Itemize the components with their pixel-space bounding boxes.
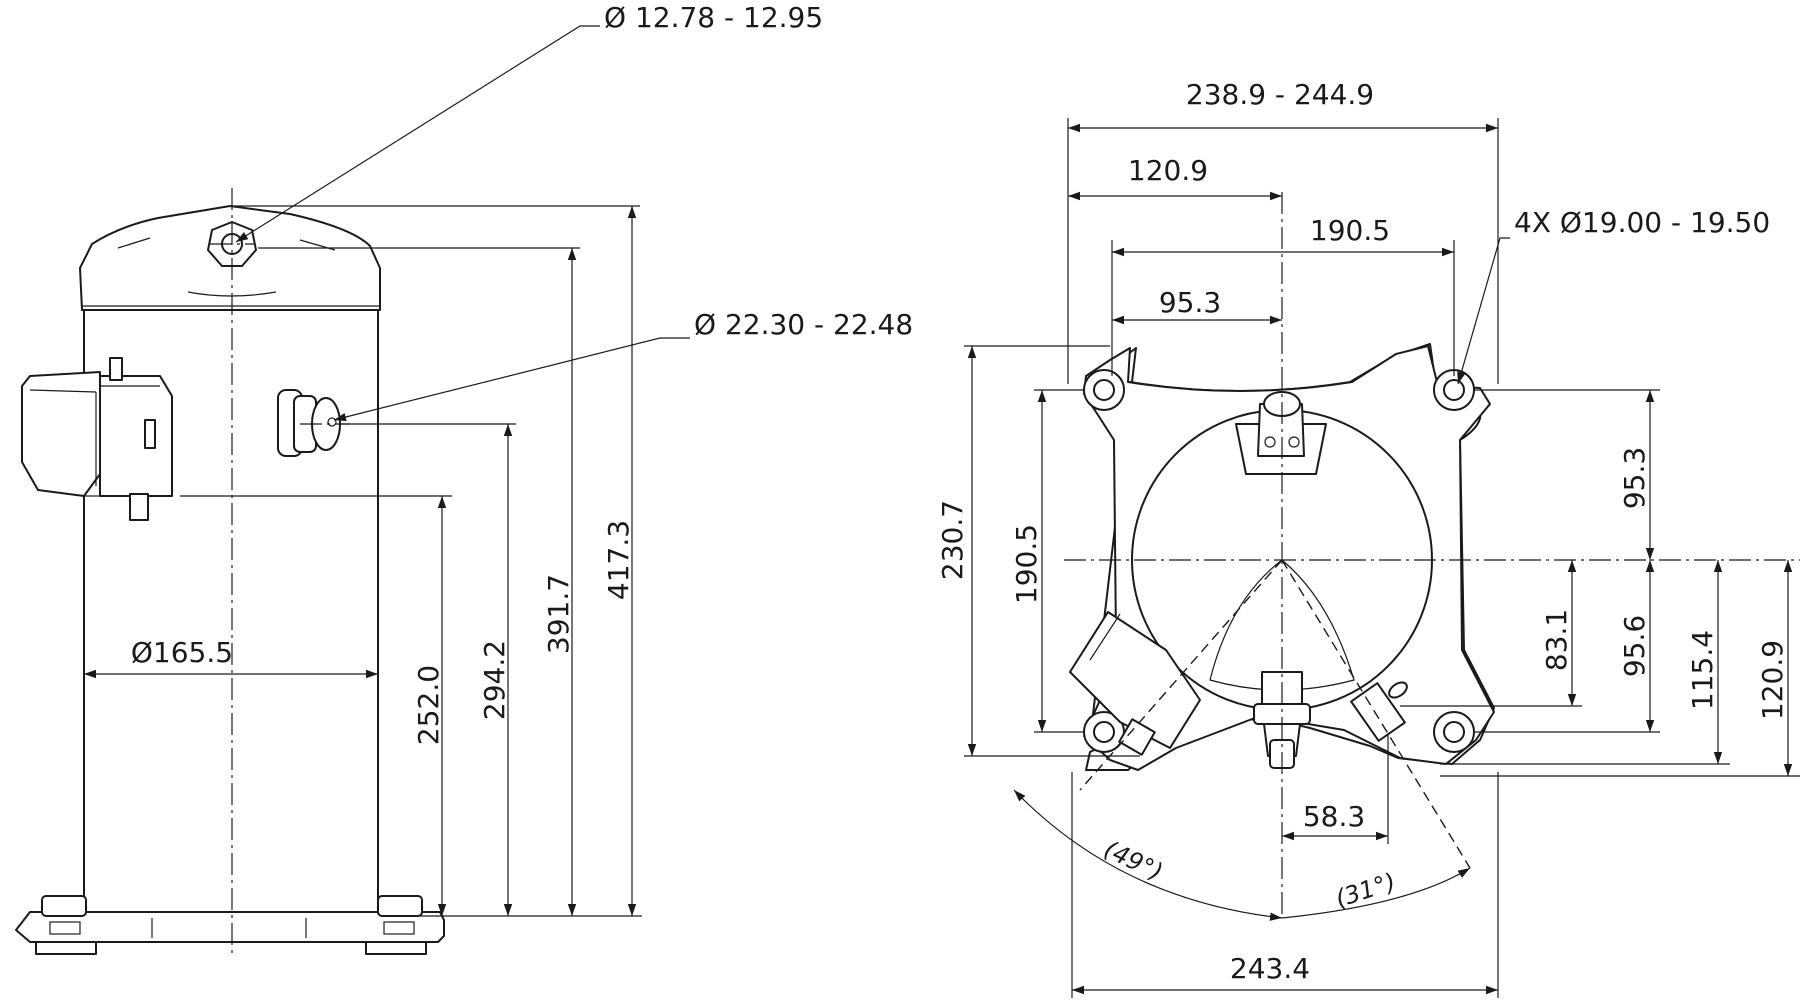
height-top-fitting-label: 391.7 — [542, 574, 575, 654]
mounting-holes-label: 4X Ø19.00 - 19.50 — [1514, 206, 1770, 239]
mounting-half-span-x-label: 95.3 — [1159, 286, 1221, 319]
angle-right-label: (31°) — [1332, 868, 1399, 914]
center-offset-label: 120.9 — [1128, 154, 1208, 187]
mounting-span-y-label: 190.5 — [1010, 524, 1043, 604]
height-terminal-box-label: 252.0 — [412, 665, 445, 745]
base-plate — [15, 895, 445, 955]
offset-c-label: 115.4 — [1686, 630, 1719, 710]
foot-depth-label: 230.7 — [936, 500, 969, 580]
bottom-width-label: 243.4 — [1230, 952, 1310, 985]
mounting-span-x-label: 190.5 — [1310, 214, 1390, 247]
side-fitting-diameter-label: Ø 22.30 - 22.48 — [694, 308, 913, 341]
top-view: 238.9 - 244.9 120.9 190.5 95.3 4X Ø19.00… — [936, 78, 1800, 998]
mounting-half-span-y-label: 95.3 — [1618, 447, 1651, 509]
terminal-box-top-view — [1069, 611, 1201, 756]
offset-a-label: 83.1 — [1540, 609, 1573, 671]
oil-fitting-icon — [1350, 681, 1408, 742]
height-overall-label: 417.3 — [602, 520, 635, 600]
side-fitting-icon — [277, 389, 341, 457]
offset-b-label: 95.6 — [1618, 615, 1651, 677]
top-fitting-diameter-label: Ø 12.78 - 12.95 — [604, 1, 823, 34]
shell-diameter-label: Ø165.5 — [131, 636, 233, 669]
fitting-offset-label: 58.3 — [1303, 800, 1365, 833]
offset-d-label: 120.9 — [1756, 640, 1789, 720]
height-side-fitting-label: 294.2 — [478, 640, 511, 720]
discharge-fitting-icon — [1235, 391, 1327, 475]
terminal-box — [21, 357, 173, 521]
side-view: Ø165.5 Ø 12.78 - 12.95 Ø 22.30 - 22.48 4… — [15, 1, 913, 958]
angle-left-label: (49°) — [1100, 835, 1167, 886]
overall-width-label: 238.9 - 244.9 — [1186, 78, 1374, 111]
